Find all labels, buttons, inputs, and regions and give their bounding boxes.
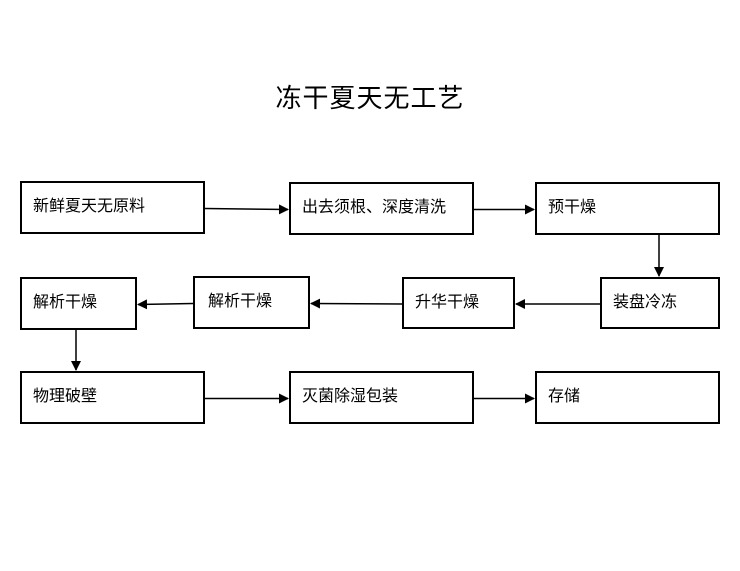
step-box-physical-wall-break: 物理破壁 xyxy=(20,371,205,424)
step-box-clean: 出去须根、深度清洗 xyxy=(289,182,474,235)
step-box-fresh-material: 新鲜夏天无原料 xyxy=(20,181,205,234)
arrow-s5-to-s6 xyxy=(310,298,403,309)
step-label: 新鲜夏天无原料 xyxy=(33,196,146,215)
step-label: 存储 xyxy=(548,386,581,405)
step-box-sublimation-dry: 升华干燥 xyxy=(402,277,515,329)
step-box-desorption-dry-1: 解析干燥 xyxy=(193,276,310,329)
step-box-sterilize-package: 灭菌除湿包装 xyxy=(289,371,474,424)
step-label: 灭菌除湿包装 xyxy=(302,386,399,405)
step-box-storage: 存储 xyxy=(535,371,720,424)
step-box-pre-dry: 预干燥 xyxy=(535,182,720,235)
step-label: 出去须根、深度清洗 xyxy=(302,197,447,216)
arrow-s6-to-s7 xyxy=(137,299,194,310)
step-box-tray-freeze: 装盘冷冻 xyxy=(600,277,720,329)
arrow-s1-to-s2 xyxy=(204,204,289,215)
step-label: 解析干燥 xyxy=(208,291,273,310)
step-box-desorption-dry-2: 解析干燥 xyxy=(20,277,137,330)
step-label: 装盘冷冻 xyxy=(613,292,678,311)
step-label: 升华干燥 xyxy=(415,292,480,311)
step-label: 物理破壁 xyxy=(33,386,98,405)
step-label: 解析干燥 xyxy=(33,292,98,311)
diagram-title: 冻干夏天无工艺 xyxy=(275,84,465,114)
step-label: 预干燥 xyxy=(548,197,597,216)
